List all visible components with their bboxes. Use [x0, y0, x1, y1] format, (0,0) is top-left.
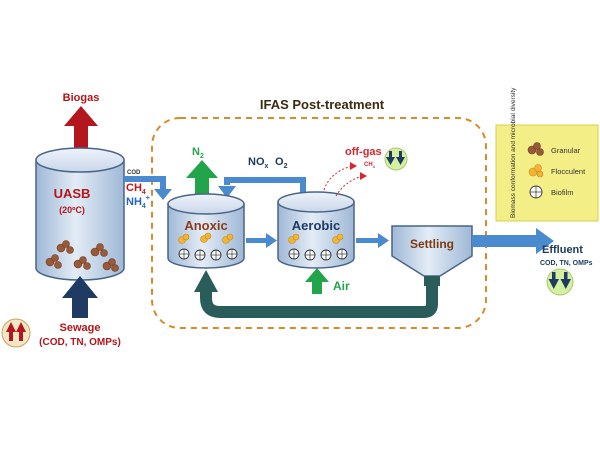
- offgas-flow: [323, 165, 363, 197]
- anoxic-biomass: [178, 232, 238, 261]
- effluent-composition: COD, TN, OMPs: [540, 260, 593, 267]
- granule-icon: [527, 142, 544, 156]
- ifas-title: IFAS Post-treatment: [260, 97, 385, 112]
- biogas-arrow: [64, 106, 98, 148]
- uasb-temperature: (20ºC): [59, 205, 85, 215]
- uasb-label: UASB: [54, 186, 91, 201]
- uasb-cod-label: COD: [127, 170, 141, 176]
- n2-arrow: [186, 160, 218, 194]
- legend-item-biofilm: Biofilm: [551, 188, 574, 197]
- legend-item-flocculent: Flocculent: [551, 167, 586, 176]
- biogas-label: Biogas: [63, 92, 100, 104]
- legend-title: Biomass conformation and microbial diver…: [510, 87, 517, 218]
- sludge-recycle-arrow: [200, 284, 438, 318]
- nox-recycle-arrow: [218, 177, 306, 198]
- aerobic-label: Aerobic: [292, 218, 340, 233]
- o2-label: O2: [275, 156, 288, 170]
- anoxic-label: Anoxic: [184, 218, 227, 233]
- sewage-arrow: [62, 276, 98, 318]
- anoxic-to-aerobic-arrow: [246, 233, 277, 248]
- effluent-label: Effluent: [542, 244, 583, 256]
- sludge-recycle-arrowhead: [194, 270, 218, 292]
- nox-label: NOx: [248, 156, 269, 170]
- aerobic-to-settling-arrow: [356, 233, 389, 248]
- offgas-ch4-label: CH4: [364, 162, 376, 169]
- legend: Biomass conformation and microbial diver…: [495, 87, 599, 222]
- offgas-label: off-gas: [345, 146, 382, 158]
- settling-label: Settling: [410, 237, 454, 251]
- effluent-low-indicator: [546, 268, 574, 296]
- biofilm-carrier-icon: [529, 185, 543, 199]
- ifas-boundary: [151, 117, 487, 329]
- sewage-label: Sewage: [60, 322, 101, 334]
- offgas-low-indicator: [384, 147, 408, 171]
- influent-high-indicator: [1, 318, 31, 348]
- floc-icon: [528, 164, 544, 178]
- uasb-granules: [45, 240, 119, 272]
- nh4-label: NH4+: [126, 195, 150, 210]
- settling-tank: [391, 225, 473, 286]
- sewage-composition: (COD, TN, OMPs): [39, 337, 121, 348]
- ch4-label: CH4: [126, 182, 146, 196]
- n2-label: N2: [192, 146, 204, 160]
- effluent-arrow: [472, 228, 554, 254]
- uasb-to-anoxic-arrow: [124, 176, 172, 200]
- aerobic-biomass: [288, 233, 348, 261]
- legend-item-granular: Granular: [551, 146, 581, 155]
- air-arrow: [305, 268, 329, 294]
- offgas-arrowhead: [350, 162, 357, 170]
- air-label: Air: [333, 279, 350, 293]
- offgas-arrowhead: [360, 172, 367, 180]
